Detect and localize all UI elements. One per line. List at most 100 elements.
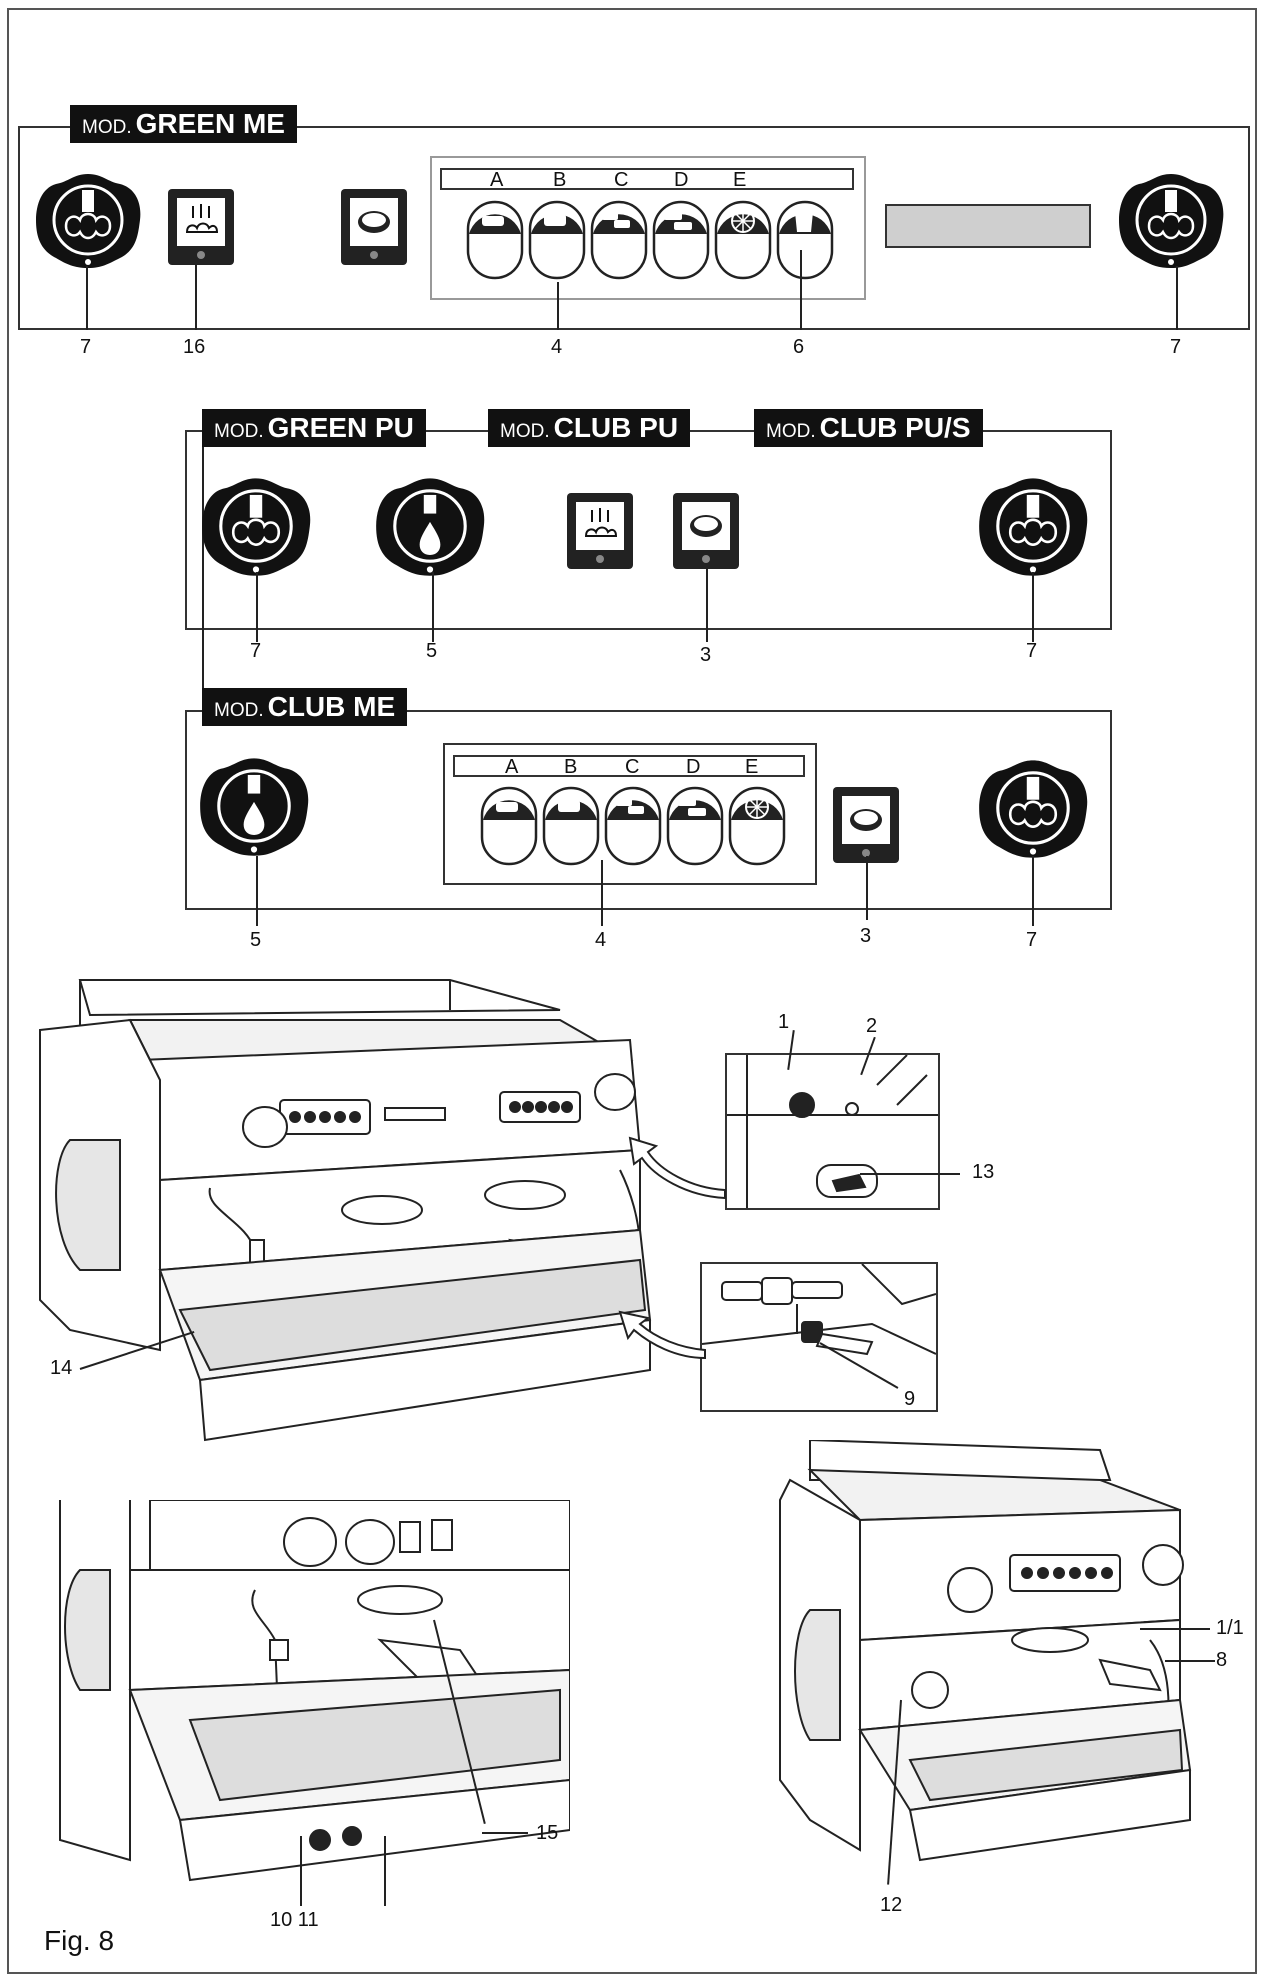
callout-8: 8 [1216, 1649, 1228, 1671]
hot-water-knob-icon[interactable] [196, 754, 312, 858]
callout-12: 12 [880, 1894, 903, 1916]
callout-3: 3 [860, 925, 872, 947]
dose-button-b[interactable] [528, 200, 586, 280]
machine-detail-closeup [40, 1500, 570, 1910]
leader-line [195, 256, 197, 330]
callout-7: 7 [1026, 929, 1038, 951]
mod-prefix: MOD. [500, 421, 550, 442]
callout-10-11: 10 11 [270, 1909, 319, 1931]
leader-line [300, 1836, 302, 1906]
callout-14: 14 [50, 1357, 73, 1379]
callout-5: 5 [250, 929, 262, 951]
machine-single-group [770, 1440, 1210, 1880]
dose-button-a[interactable] [466, 200, 524, 280]
keypad-green-me [430, 156, 866, 300]
leader-line [86, 266, 88, 330]
keypad-letter-d: D [686, 756, 701, 778]
leader-line [432, 572, 434, 642]
mod-tag-green-pu: MOD.GREEN PU [202, 409, 426, 447]
leader-line [256, 572, 258, 642]
switch-icon[interactable] [566, 492, 634, 570]
cup-button-icon[interactable] [832, 786, 900, 864]
keypad-letter-a: A [505, 756, 519, 778]
callout-5: 5 [426, 640, 438, 662]
dose-button-c[interactable] [590, 200, 648, 280]
callout-15: 15 [536, 1822, 559, 1844]
hot-water-dose-button[interactable] [776, 200, 834, 280]
steam-knob-icon[interactable] [975, 756, 1091, 860]
leader-line [1165, 1660, 1215, 1662]
mod-tag-green-me: MOD.GREEN ME [70, 105, 297, 143]
mod-tag-club-pu: MOD.CLUB PU [488, 409, 691, 447]
keypad-letter-a: A [490, 169, 504, 191]
leader-line [706, 566, 708, 642]
dose-button-d[interactable] [666, 786, 724, 866]
mod-tag-club-pu-s: MOD.CLUB PU/S [754, 409, 983, 447]
callout-1-1: 1/1 [1216, 1617, 1244, 1639]
mod-name: CLUB PU [553, 412, 679, 443]
dose-button-b[interactable] [542, 786, 600, 866]
mod-prefix: MOD. [214, 421, 264, 442]
figure-label: Fig. 8 [44, 1925, 115, 1956]
mod-prefix: MOD. [82, 117, 132, 138]
steam-knob-icon[interactable] [975, 474, 1091, 578]
dose-button-c[interactable] [604, 786, 662, 866]
keypad-letter-c: C [625, 756, 640, 778]
callout-16: 16 [183, 336, 206, 358]
callout-13: 13 [972, 1161, 995, 1183]
callout-1: 1 [778, 1011, 790, 1033]
dose-button-a[interactable] [480, 786, 538, 866]
leader-line [601, 860, 603, 926]
steam-knob-icon[interactable] [198, 474, 314, 578]
keypad-club-me [443, 743, 817, 885]
dose-buttons [466, 200, 846, 282]
keypad-letter-e: E [745, 756, 759, 778]
connector-line [202, 430, 204, 710]
inset-switch-detail [725, 1053, 940, 1210]
dose-button-d[interactable] [652, 200, 710, 280]
keypad-header [440, 168, 854, 190]
mod-name: CLUB ME [267, 691, 396, 722]
cup-button-icon[interactable] [340, 188, 408, 266]
keypad-letter-e: E [733, 169, 747, 191]
machine-two-group [30, 970, 670, 1450]
leader-line [1032, 572, 1034, 642]
leader-line [1176, 266, 1178, 330]
dose-button-e[interactable] [728, 786, 786, 866]
mod-prefix: MOD. [214, 700, 264, 721]
callout-6: 6 [793, 336, 805, 358]
steam-knob-icon[interactable] [32, 170, 144, 270]
keypad-letter-d: D [674, 169, 689, 191]
keypad-letter-c: C [614, 169, 629, 191]
leader-line [1032, 856, 1034, 926]
callout-9: 9 [904, 1388, 916, 1410]
inset-drain-detail [700, 1262, 938, 1412]
panel-pu [185, 430, 1112, 630]
main-switch-icon [789, 1092, 815, 1118]
mod-name: GREEN PU [267, 412, 414, 443]
leader-line [256, 856, 258, 926]
steam-knob-icon[interactable] [1115, 170, 1227, 270]
hot-water-knob-icon[interactable] [372, 474, 488, 578]
keypad-header [453, 755, 805, 777]
mod-tag-club-me: MOD.CLUB ME [202, 688, 408, 726]
figure-frame [7, 8, 1257, 1974]
callout-7: 7 [1170, 336, 1182, 358]
mod-prefix: MOD. [766, 421, 816, 442]
pointer-arrow [610, 1300, 710, 1360]
leader-line [1140, 1628, 1210, 1630]
callout-3: 3 [700, 644, 712, 666]
callout-7: 7 [80, 336, 92, 358]
dose-button-e[interactable] [714, 200, 772, 280]
display-screen [885, 204, 1091, 248]
keypad-letter-b: B [553, 169, 567, 191]
callout-7: 7 [250, 640, 262, 662]
switch-icon[interactable] [167, 188, 235, 266]
leader-line [384, 1836, 386, 1906]
leader-line [482, 1832, 528, 1834]
cup-button-icon[interactable] [672, 492, 740, 570]
mod-name: CLUB PU/S [819, 412, 971, 443]
pointer-arrow [620, 1130, 730, 1200]
callout-2: 2 [866, 1015, 878, 1037]
leader-line [800, 250, 802, 330]
